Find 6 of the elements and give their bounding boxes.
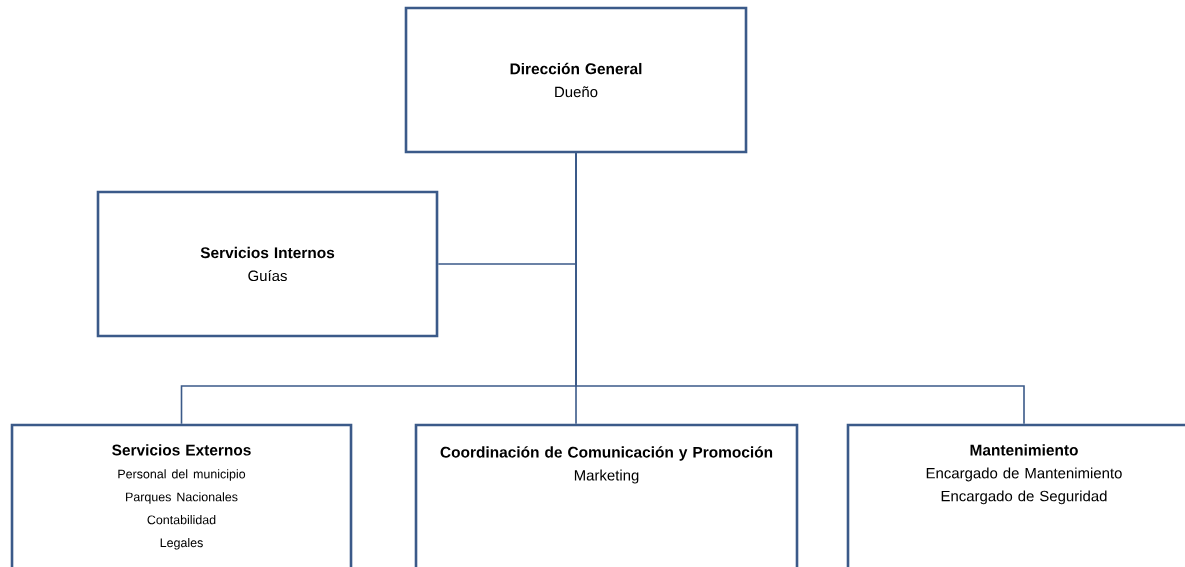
org-box: Coordinación de Comunicación y Promoción Marketing [414, 423, 799, 567]
org-box: Servicios Externos Personal del municipio Parques Nacionales Contabilidad Legales [10, 423, 353, 567]
org-box: Mantenimiento Encargado de Mantenimiento Encargado de Seguridad [846, 423, 1185, 567]
org-box: Servicios Internos Guías [96, 190, 439, 338]
connector-line [575, 152, 1025, 425]
org-box: Dirección General Dueño [404, 6, 748, 154]
